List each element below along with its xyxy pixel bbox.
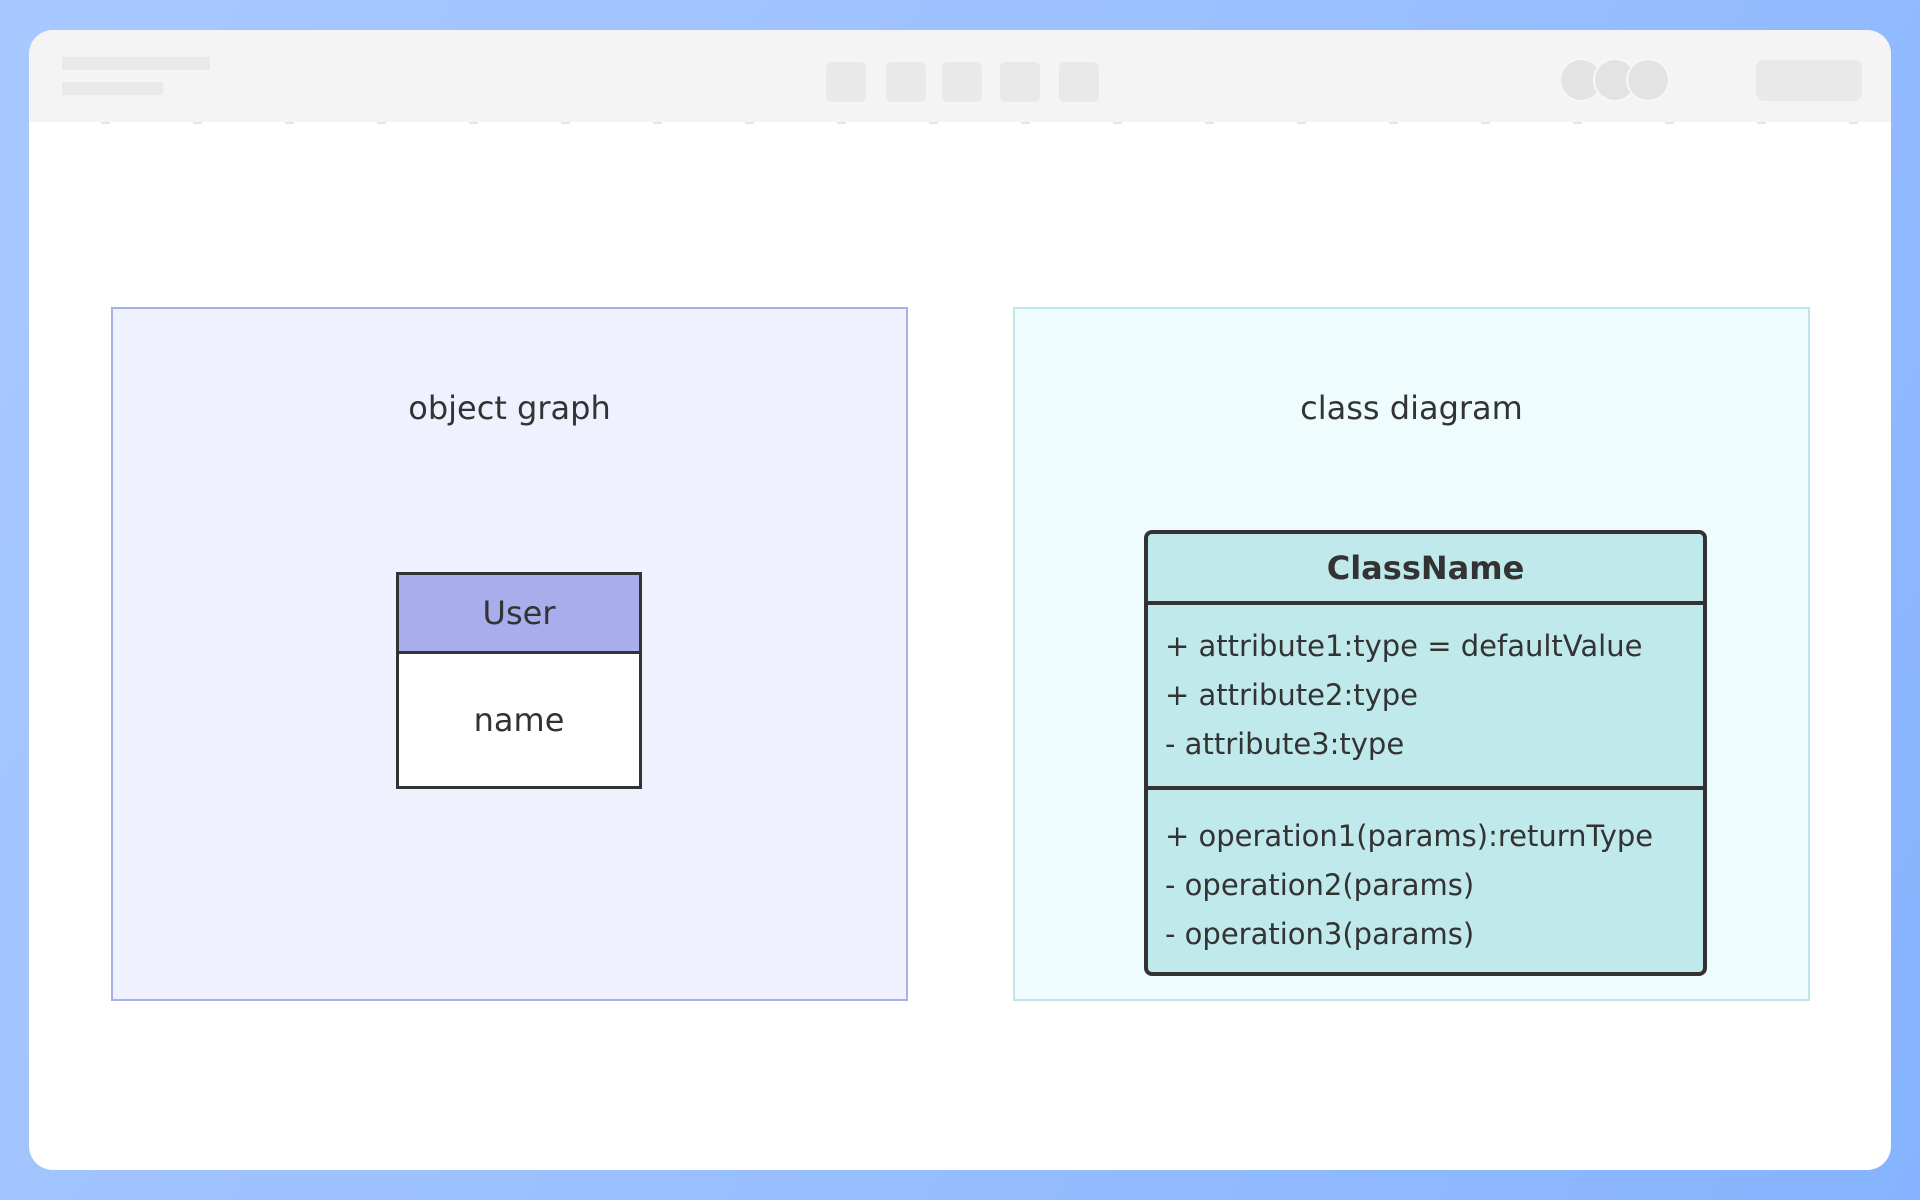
class-attribute: - attribute3:type — [1165, 727, 1405, 761]
ruler-tick — [469, 122, 478, 124]
object-field-cell[interactable]: name — [396, 651, 642, 789]
class-attribute: + attribute2:type — [1165, 678, 1419, 712]
panel-title: class diagram — [1300, 389, 1523, 427]
ruler-tick — [1757, 122, 1766, 124]
class-name: ClassName — [1148, 534, 1703, 605]
class-diagram-panel[interactable]: class diagram ClassName + attribute1:typ… — [1013, 307, 1810, 1001]
avatar[interactable] — [1626, 58, 1670, 102]
ruler-tick — [1389, 122, 1398, 124]
ruler-tick — [1113, 122, 1122, 124]
class-operation: - operation2(params) — [1165, 868, 1475, 902]
ruler-tick — [837, 122, 846, 124]
ruler-tick — [1849, 122, 1858, 124]
ruler-tick — [929, 122, 938, 124]
ruler-tick — [1297, 122, 1306, 124]
ruler-tick — [101, 122, 110, 124]
ruler-tick — [1481, 122, 1490, 124]
ruler-tick — [193, 122, 202, 124]
panel-title: object graph — [408, 389, 611, 427]
toolbar — [29, 30, 1891, 122]
ruler-tick — [377, 122, 386, 124]
app-window: object graph User name class diagram Cla… — [29, 30, 1891, 1170]
toolbar-button-4[interactable] — [1000, 62, 1040, 102]
ruler-tick — [285, 122, 294, 124]
class-operations: + operation1(params):returnType - operat… — [1148, 790, 1703, 959]
class-operation: - operation3(params) — [1165, 917, 1475, 951]
toolbar-button-1[interactable] — [826, 62, 866, 102]
toolbar-button-3[interactable] — [942, 62, 982, 102]
share-button-placeholder[interactable] — [1756, 60, 1862, 101]
toolbar-button-2[interactable] — [886, 62, 926, 102]
ruler-tick — [1665, 122, 1674, 124]
ruler-tick — [745, 122, 754, 124]
ruler-tick — [1573, 122, 1582, 124]
document-subtitle-placeholder — [62, 82, 163, 95]
ruler-tick — [1205, 122, 1214, 124]
uml-class-box[interactable]: ClassName + attribute1:type = defaultVal… — [1144, 530, 1707, 976]
ruler-tick — [1021, 122, 1030, 124]
object-graph-panel[interactable]: object graph User name — [111, 307, 908, 1001]
class-attributes: + attribute1:type = defaultValue + attri… — [1148, 605, 1703, 790]
document-title-placeholder — [62, 57, 210, 70]
ruler-tick — [653, 122, 662, 124]
ruler-tick — [561, 122, 570, 124]
toolbar-button-5[interactable] — [1059, 62, 1099, 102]
object-name-cell[interactable]: User — [396, 572, 642, 654]
class-operation: + operation1(params):returnType — [1165, 819, 1654, 853]
class-attribute: + attribute1:type = defaultValue — [1165, 629, 1643, 663]
